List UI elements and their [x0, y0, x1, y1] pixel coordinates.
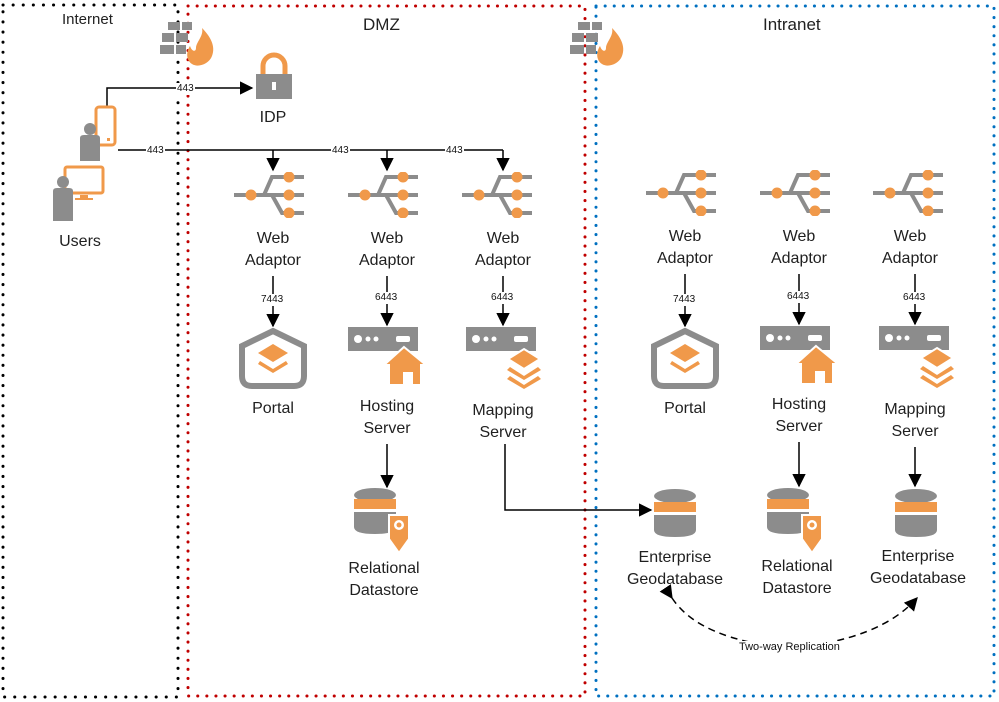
relational-datastore-icon — [354, 488, 410, 555]
port-label: 443 — [176, 83, 195, 95]
port-label: 7443 — [672, 294, 697, 306]
web-adaptor-icon — [646, 170, 716, 216]
web-adaptor-icon — [462, 172, 532, 218]
users-label: Users — [59, 233, 101, 250]
dmz-zone-border — [186, 4, 587, 698]
int-portal-label: Portal — [664, 400, 706, 417]
intranet-zone-border — [594, 4, 996, 698]
port-label: 443 — [146, 145, 165, 157]
portal-icon — [239, 328, 307, 389]
database-icon — [654, 489, 696, 537]
firewall-icon — [160, 22, 214, 66]
port-label: 6443 — [902, 292, 927, 304]
zone-label-internet: Internet — [62, 11, 113, 28]
port-label: 7443 — [260, 294, 285, 306]
web-adaptor-icon — [348, 172, 418, 218]
lock-icon — [256, 52, 292, 99]
users-devices-icon — [53, 105, 117, 221]
web-adaptor-icon — [873, 170, 943, 216]
port-label: 6443 — [786, 291, 811, 303]
hosting-server-icon — [348, 327, 426, 386]
hosting-server-icon — [760, 326, 838, 385]
port-label: 443 — [331, 145, 350, 157]
zone-label-dmz: DMZ — [363, 15, 400, 34]
relational-datastore-icon — [767, 488, 823, 555]
port-label: 6443 — [490, 292, 515, 304]
connector-dmz-mapping-egdb — [504, 444, 653, 517]
connector-users-idp — [106, 81, 254, 108]
web-adaptor-icon — [760, 170, 830, 216]
database-icon — [895, 489, 937, 537]
zone-label-intranet: Intranet — [763, 15, 821, 34]
firewall-icon — [570, 22, 624, 66]
mapping-server-icon — [466, 327, 542, 389]
dmz-portal-label: Portal — [252, 400, 294, 417]
replication-label: Two-way Replication — [738, 641, 841, 653]
web-adaptor-icon — [234, 172, 304, 218]
port-label: 6443 — [374, 292, 399, 304]
port-label: 443 — [445, 145, 464, 157]
portal-icon — [651, 328, 719, 389]
mapping-server-icon — [879, 326, 955, 388]
idp-label: IDP — [259, 109, 287, 126]
